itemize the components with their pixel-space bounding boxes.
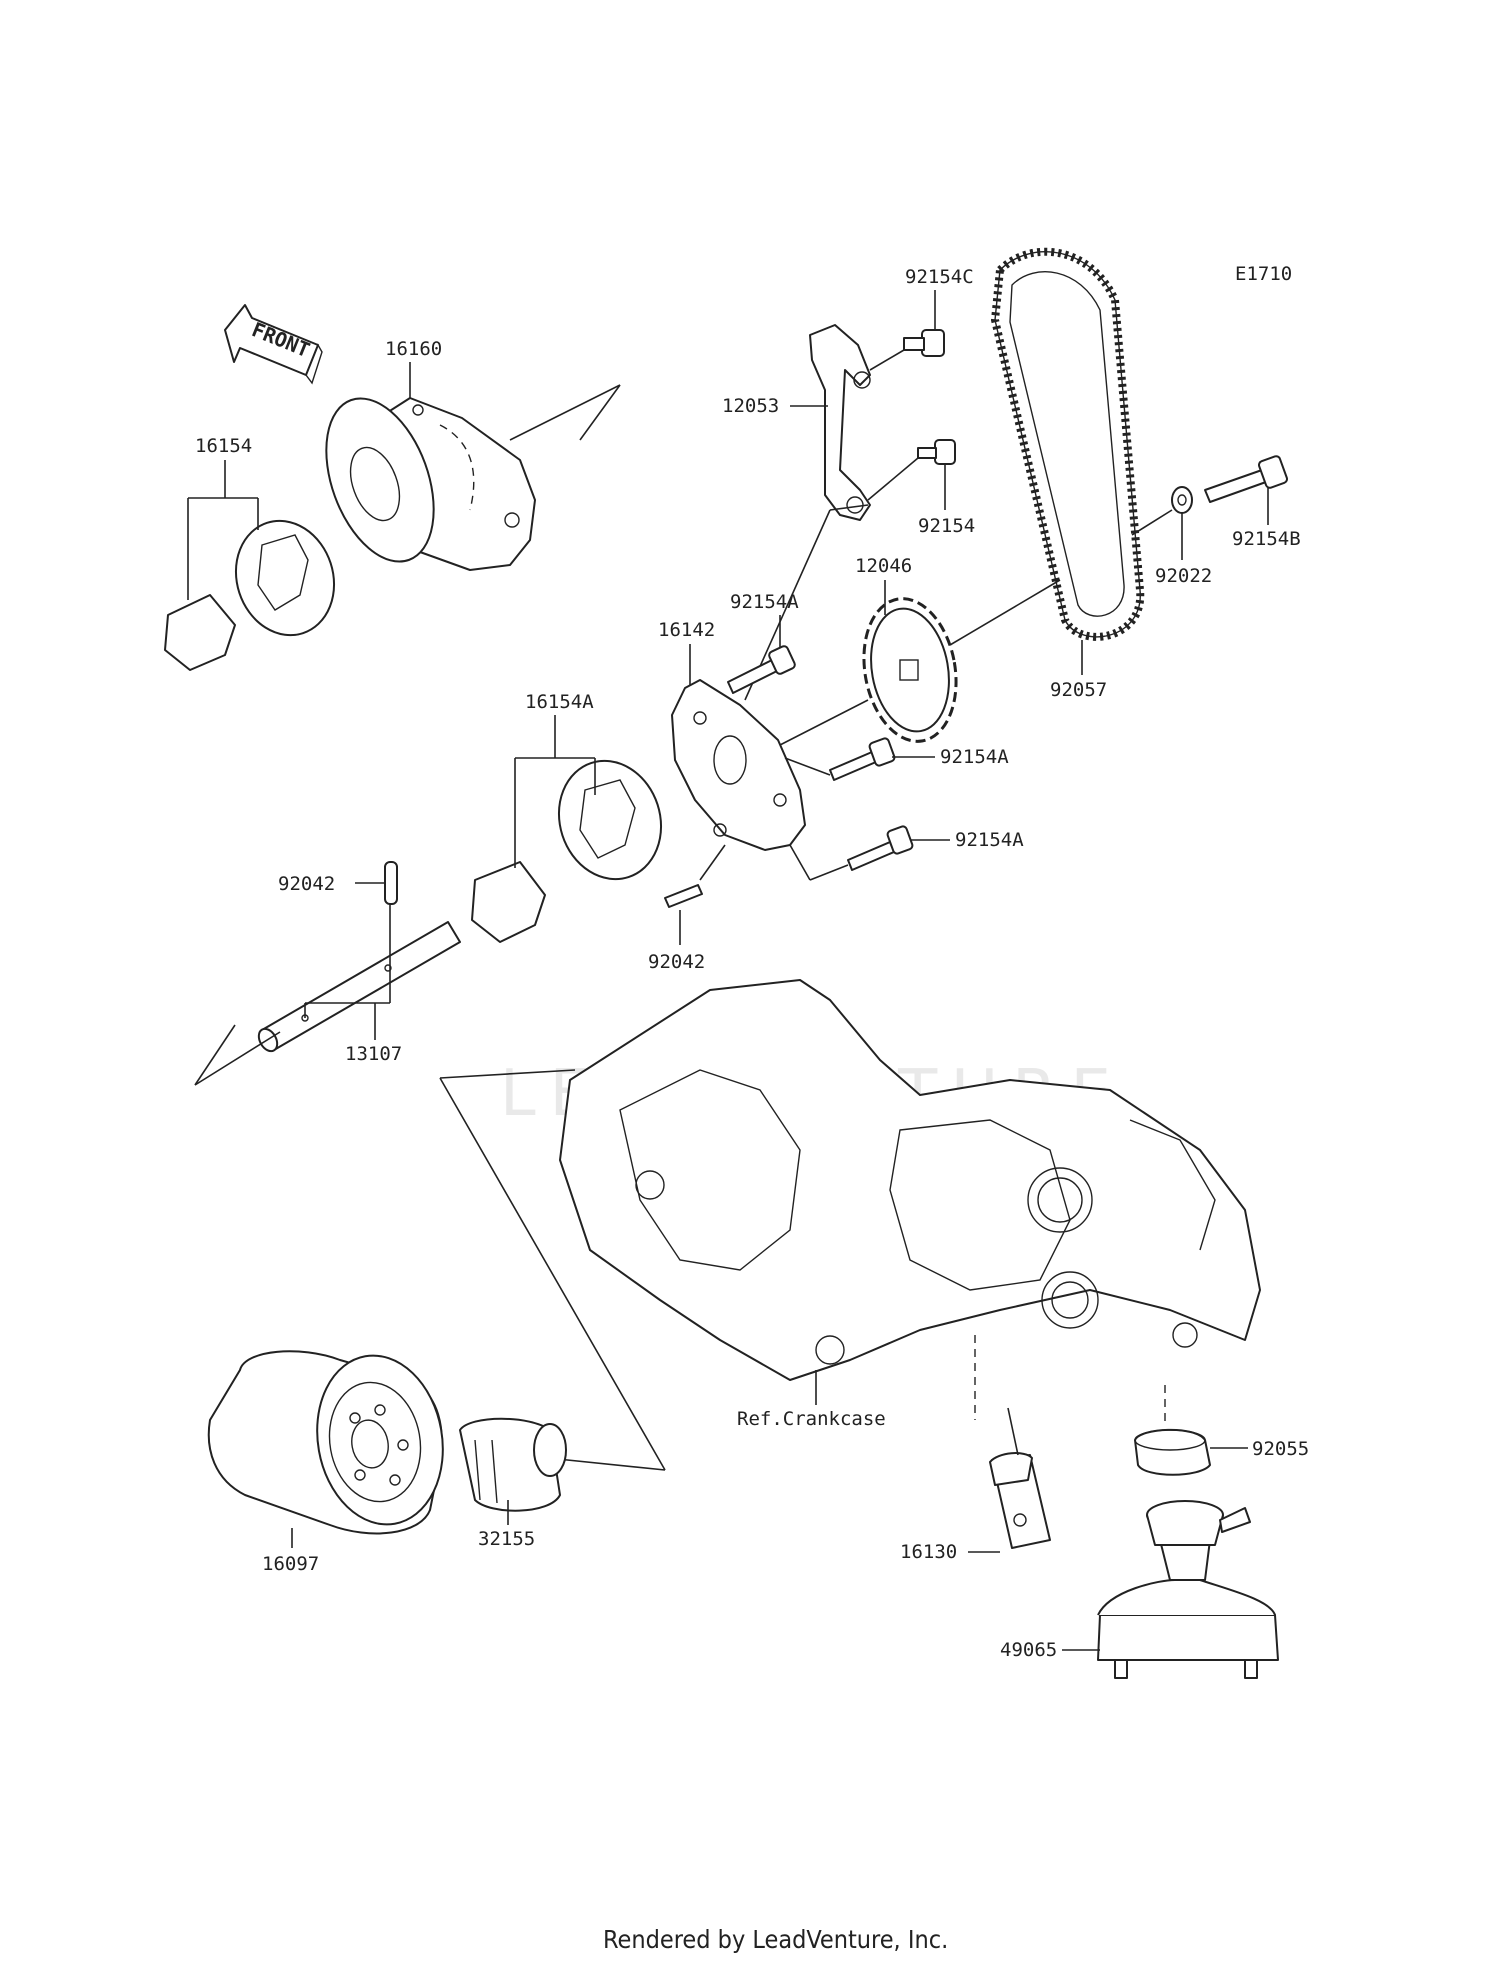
pipe-32155 <box>459 1417 567 1512</box>
label-92022: 92022 <box>1155 565 1212 587</box>
pump-housing-16160 <box>325 397 536 571</box>
front-arrow-icon: FRONT <box>224 304 323 385</box>
label-92154: 92154 <box>918 515 975 537</box>
inner-rotor-16154 <box>164 594 236 671</box>
label-92055: 92055 <box>1252 1438 1309 1460</box>
label-92057: 92057 <box>1050 679 1107 701</box>
bolt-92154B <box>1204 455 1288 503</box>
pump-cover-16142 <box>671 679 806 851</box>
label-92042-left: 92042 <box>278 873 335 895</box>
plug-92055 <box>1134 1428 1211 1476</box>
bolt-92154C <box>903 329 945 357</box>
sprocket-12046 <box>862 597 958 743</box>
oil-filter-16097 <box>207 1350 444 1535</box>
inner-rotor-16154A <box>471 861 546 943</box>
chain-guide-12053 <box>809 324 871 521</box>
label-92154A-low: 92154A <box>955 829 1024 851</box>
bolt-92154A-mid <box>829 737 896 781</box>
label-92154C: 92154C <box>905 266 974 288</box>
crankcase-ref-label: Ref.Crankcase <box>737 1408 886 1430</box>
drive-chain-92057 <box>990 247 1145 641</box>
label-16142: 16142 <box>658 619 715 641</box>
label-16097: 16097 <box>262 1553 319 1575</box>
diagram-code: E1710 <box>1235 263 1292 285</box>
label-16130: 16130 <box>900 1541 957 1563</box>
outer-rotor-16154 <box>234 519 336 637</box>
label-12053: 12053 <box>722 395 779 417</box>
washer-92022 <box>1171 486 1193 514</box>
label-16160: 16160 <box>385 338 442 360</box>
label-92154A-top: 92154A <box>730 591 799 613</box>
pump-shaft-13107 <box>257 921 461 1053</box>
bolt-92154 <box>917 439 956 465</box>
label-92154A-mid: 92154A <box>940 746 1009 768</box>
pin-92042-mid <box>664 884 703 908</box>
label-13107: 13107 <box>345 1043 402 1065</box>
crankcase <box>559 979 1261 1420</box>
label-49065: 49065 <box>1000 1639 1057 1661</box>
label-12046: 12046 <box>855 555 912 577</box>
bolt-92154A-low <box>847 825 914 871</box>
footer-credit: Rendered by LeadVenture, Inc. <box>603 1925 948 1954</box>
label-16154: 16154 <box>195 435 252 457</box>
pin-92042-left <box>384 861 398 905</box>
label-16154A: 16154A <box>525 691 594 713</box>
label-92154B: 92154B <box>1232 528 1301 550</box>
outer-rotor-16154A <box>557 759 663 881</box>
oil-strainer-49065 <box>1097 1500 1279 1679</box>
label-92042-mid: 92042 <box>648 951 705 973</box>
label-32155: 32155 <box>478 1528 535 1550</box>
bolt-92154A-top <box>727 645 796 694</box>
pressure-switch-16130 <box>989 1452 1051 1549</box>
